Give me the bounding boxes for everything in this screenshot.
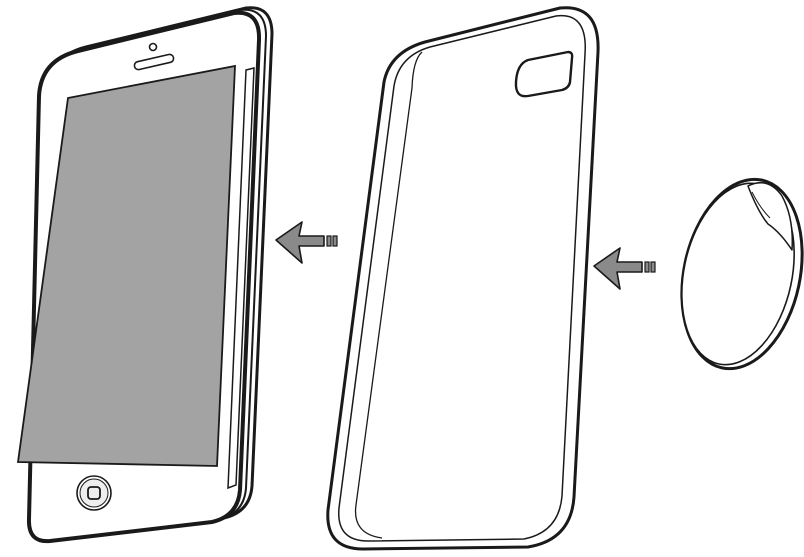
front-camera-icon bbox=[148, 42, 158, 52]
arrow-tail-segment bbox=[326, 235, 332, 247]
camera-cutout-icon bbox=[514, 50, 574, 98]
home-button-icon bbox=[76, 475, 112, 511]
phone-screen bbox=[16, 64, 236, 467]
smartphone-icon bbox=[16, 6, 274, 544]
arrow-tail-segment bbox=[332, 235, 338, 247]
phone-side-band bbox=[227, 67, 255, 490]
peeling-liner-icon bbox=[747, 181, 794, 251]
peeling-liner-fold bbox=[751, 191, 771, 219]
arrow-left-icon bbox=[593, 247, 656, 290]
arrow-head bbox=[275, 221, 325, 264]
arrow-tail-segment bbox=[644, 261, 650, 273]
arrow-left-icon bbox=[275, 221, 338, 264]
arrow-head bbox=[593, 247, 643, 290]
arrow-tail-segment bbox=[650, 261, 656, 273]
phone-case-icon bbox=[326, 6, 600, 551]
adhesive-disc-icon bbox=[680, 177, 804, 371]
case-back-face bbox=[354, 51, 423, 539]
earpiece-speaker-icon bbox=[133, 53, 175, 71]
case-inner-edge bbox=[338, 14, 586, 542]
case-outer-shell bbox=[326, 6, 600, 551]
